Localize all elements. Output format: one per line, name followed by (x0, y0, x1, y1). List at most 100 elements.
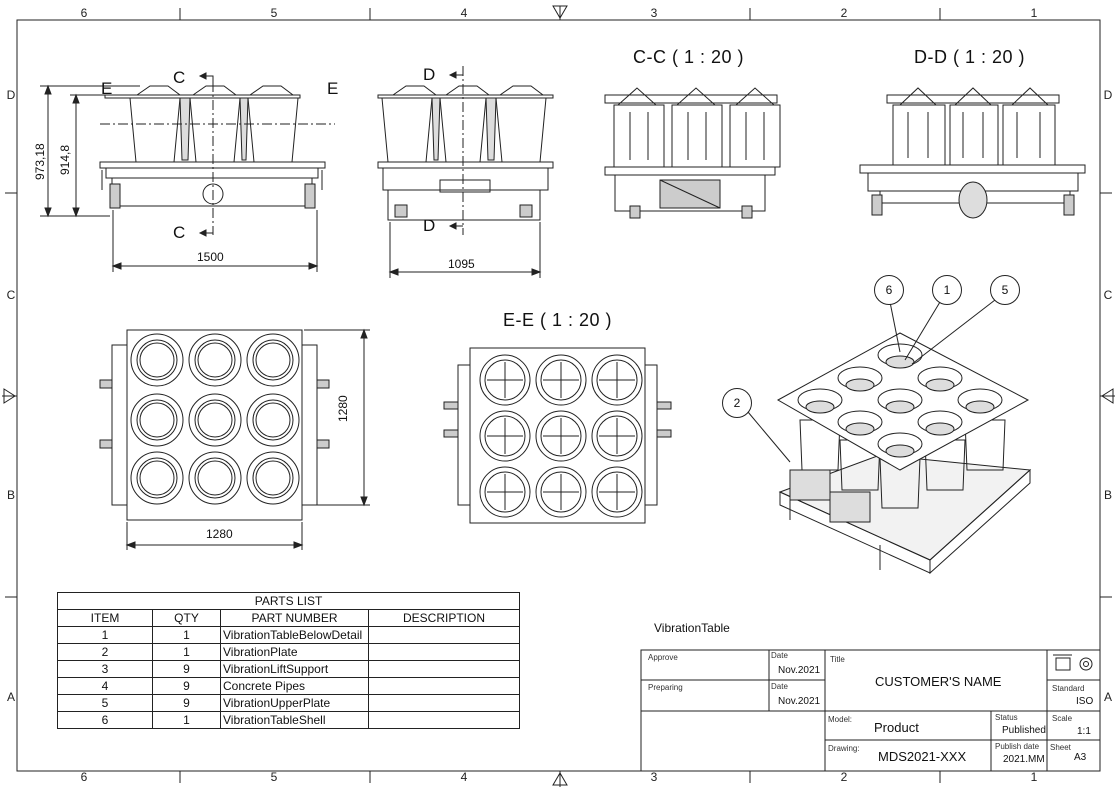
parts-item: 1 (57, 626, 153, 644)
preparing-date: Nov.2021 (778, 696, 821, 707)
zone-row-b-right: B (1103, 488, 1112, 502)
parts-row: 2 1 VibrationPlate (57, 643, 521, 661)
parts-row: 3 9 VibrationLiftSupport (57, 660, 521, 678)
approve-date-label: Date (771, 651, 788, 660)
parts-item: 3 (57, 660, 153, 678)
publish-date-label: Publish date (995, 742, 1040, 751)
parts-part-number: VibrationUpperPlate (220, 694, 369, 712)
parts-description (367, 660, 521, 678)
zone-col-3-bottom: 3 (650, 770, 658, 784)
parts-item: 2 (57, 643, 153, 661)
cut-marker-c-bottom: C (173, 223, 186, 242)
parts-item: 4 (57, 677, 153, 695)
parts-row: 4 9 Concrete Pipes (57, 677, 521, 695)
scale-label: Scale (1052, 714, 1073, 723)
balloon-item-1: 1 (932, 275, 962, 305)
zone-col-1-bottom: 1 (1030, 770, 1038, 784)
parts-item: 6 (57, 711, 153, 729)
parts-part-number: VibrationTableShell (220, 711, 369, 729)
section-ee-view (443, 347, 672, 524)
zone-col-2-top: 2 (840, 6, 848, 20)
zone-col-3-top: 3 (650, 6, 658, 20)
parts-qty: 9 (152, 660, 221, 678)
model-label: Model: (828, 715, 853, 724)
cut-marker-d-top: D (423, 65, 436, 84)
parts-qty: 9 (152, 677, 221, 695)
approve-date: Nov.2021 (778, 665, 821, 676)
parts-header-item: ITEM (57, 609, 153, 627)
parts-item: 5 (57, 694, 153, 712)
section-cc-view (604, 87, 781, 219)
parts-part-number: Concrete Pipes (220, 677, 369, 695)
parts-description (367, 643, 521, 661)
parts-qty: 1 (152, 626, 221, 644)
status-value: Published (1002, 725, 1046, 736)
section-cc-title: C-C ( 1 : 20 ) (633, 47, 745, 67)
parts-list-title: PARTS LIST (56, 592, 521, 610)
section-dd-view (859, 87, 1086, 219)
dim-total-height: 973,18 (33, 143, 47, 180)
parts-part-number: VibrationPlate (220, 643, 369, 661)
parts-description (367, 677, 521, 695)
cut-marker-c-top: C (173, 68, 186, 87)
zone-col-2-bottom: 2 (840, 770, 848, 784)
zone-col-1-top: 1 (1030, 6, 1038, 20)
parts-description (367, 626, 521, 644)
zone-row-a-left: A (6, 690, 15, 704)
zone-col-6-top: 6 (80, 6, 88, 20)
title-label: Title (830, 655, 845, 664)
zone-col-4-top: 4 (460, 6, 468, 20)
isometric-view (747, 299, 1032, 575)
top-view (99, 328, 370, 550)
parts-qty: 1 (152, 711, 221, 729)
zone-row-b-left: B (6, 488, 15, 502)
parts-description (367, 711, 521, 729)
parts-qty: 9 (152, 694, 221, 712)
balloon-item-2: 2 (722, 388, 752, 418)
zone-row-d-right: D (1103, 88, 1113, 102)
drawing-label: Drawing: (828, 744, 860, 753)
parts-row: 5 9 VibrationUpperPlate (57, 694, 521, 712)
model-value: Product (874, 720, 919, 735)
parts-header-qty: QTY (152, 609, 221, 627)
parts-row: 6 1 VibrationTableShell (57, 711, 521, 729)
zone-col-5-top: 5 (270, 6, 278, 20)
parts-qty: 1 (152, 643, 221, 661)
dim-sub-height: 914,8 (58, 144, 72, 175)
parts-list-table: PARTS LIST ITEM QTY PART NUMBER DESCRIPT… (56, 592, 521, 729)
side-view (377, 66, 554, 278)
cut-marker-e-right: E (327, 79, 339, 98)
zone-row-c-left: C (6, 288, 16, 302)
parts-part-number: VibrationLiftSupport (220, 660, 369, 678)
zone-row-c-right: C (1103, 288, 1113, 302)
parts-row: 1 1 VibrationTableBelowDetail (57, 626, 521, 644)
parts-part-number: VibrationTableBelowDetail (220, 626, 369, 644)
cut-marker-e-left: E (101, 79, 113, 98)
sheet-label: Sheet (1050, 743, 1071, 752)
parts-header-part-number: PART NUMBER (220, 609, 369, 627)
section-ee-title: E-E ( 1 : 20 ) (503, 310, 613, 330)
standard-label: Standard (1052, 684, 1085, 693)
dim-side-width: 1095 (448, 257, 475, 271)
balloon-item-6: 6 (874, 275, 904, 305)
publish-date-value: 2021.MM (1003, 754, 1045, 765)
zone-col-6-bottom: 6 (80, 770, 88, 784)
dim-front-width: 1500 (197, 250, 224, 264)
zone-col-4-bottom: 4 (460, 770, 468, 784)
title-value: CUSTOMER'S NAME (875, 674, 1002, 689)
preparing-date-label: Date (771, 682, 788, 691)
balloon-item-5: 5 (990, 275, 1020, 305)
drawing-number: MDS2021-XXX (878, 749, 967, 764)
standard-value: ISO (1076, 696, 1094, 707)
zone-row-d-left: D (6, 88, 16, 102)
zone-row-a-right: A (1103, 690, 1112, 704)
parts-header-description: DESCRIPTION (367, 609, 521, 627)
scale-value: 1:1 (1077, 726, 1091, 737)
approve-label: Approve (648, 653, 678, 662)
zone-col-5-bottom: 5 (270, 770, 278, 784)
title-block-frame (640, 649, 1101, 772)
assembly-name: VibrationTable (654, 621, 730, 635)
front-view (40, 72, 335, 272)
dim-top-width: 1280 (206, 527, 233, 541)
parts-description (367, 694, 521, 712)
